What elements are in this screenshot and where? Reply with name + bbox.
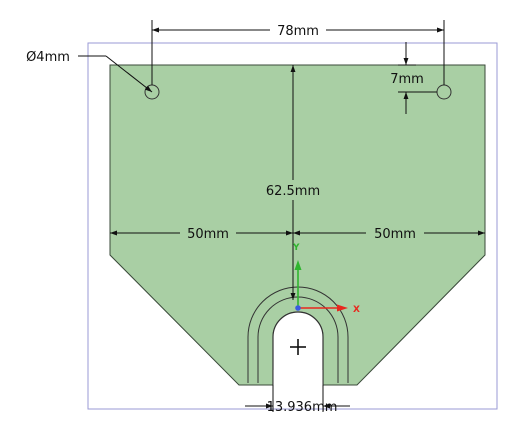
origin-triad-icon[interactable]: Y X — [292, 243, 360, 315]
left-half-width-label: 50mm — [187, 227, 229, 242]
hole-diameter-label: Ø4mm — [26, 50, 70, 65]
dimension-slot-width[interactable]: 13.936mm — [245, 385, 350, 415]
center-cross-icon — [290, 339, 306, 355]
sheet-frame — [87, 42, 498, 410]
dimension-height[interactable]: 62.5mm — [262, 65, 324, 300]
dimension-hole-diameter[interactable]: Ø4mm — [18, 47, 153, 93]
dimension-hole-spacing[interactable]: 78mm — [151, 20, 445, 85]
hole-spacing-label: 78mm — [277, 24, 319, 39]
slot-opening — [273, 370, 323, 390]
dimension-left-half-width[interactable]: 50mm — [110, 224, 293, 242]
y-axis-label: Y — [292, 243, 300, 253]
right-half-width-label: 50mm — [374, 227, 416, 242]
dimension-hole-offset[interactable]: 7mm — [389, 42, 437, 114]
height-label: 62.5mm — [266, 184, 320, 199]
slot-width-label: 13.936mm — [267, 400, 338, 415]
origin-point — [295, 305, 301, 311]
dimension-right-half-width[interactable]: 50mm — [293, 224, 485, 242]
x-axis-label: X — [353, 305, 360, 315]
hole-offset-label: 7mm — [390, 72, 424, 87]
